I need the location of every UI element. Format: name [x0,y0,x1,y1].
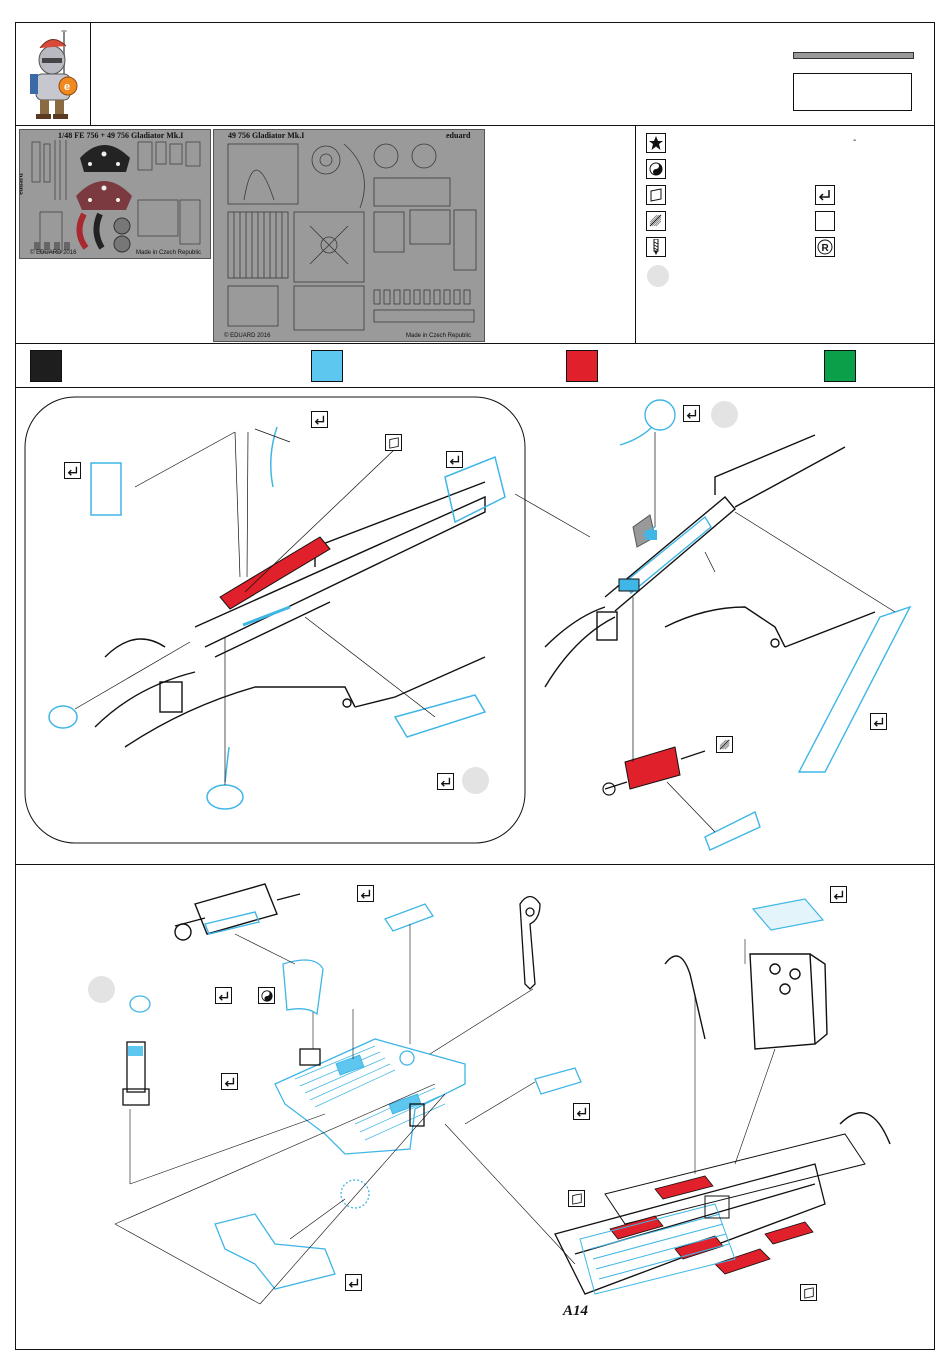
yin-yang-tag [258,987,275,1004]
pe-sheet-a: 1/48 FE 756 + 49 756 Gladiator Mk.I edua… [19,129,211,259]
color-swatch-blue [311,350,343,382]
panel-icon [646,185,666,205]
bend-tag-2 [64,462,81,479]
panel-tag-2 [568,1190,585,1207]
bend-tag-5 [683,405,700,422]
bend-tag-9 [215,987,232,1004]
pe-sheet-b: 49 756 Gladiator Mk.I eduard © EDUARD 20… [213,129,485,342]
step-circle-legend [647,265,669,287]
empty-box-icon [815,211,835,231]
bend-icon [815,185,835,205]
bend-tag-6 [870,713,887,730]
bend-tag-8 [830,886,847,903]
bend-tag-1 [311,411,328,428]
panel-tag-3 [800,1284,817,1301]
legend-cell [635,125,935,344]
step-circle-3 [88,976,115,1003]
hatched-tag-1 [716,736,733,753]
bend-tag-12 [345,1274,362,1291]
color-swatch-black [30,350,62,382]
bend-tag-4 [437,773,454,790]
color-row [15,343,935,388]
red-longeron-left [220,537,330,609]
part-label-a14: A14 [563,1303,588,1320]
bend-tag-7 [357,885,374,902]
svg-text:R: R [822,243,830,254]
sheet-a-made-in: Made in Czech Republic [136,250,201,256]
knight-mascot-logo: e [22,30,84,122]
registered-icon: R [815,237,835,257]
header-box [793,73,912,111]
step-2-drawing [15,864,935,1350]
legend-dash: - [853,135,856,146]
step-circle-2 [711,401,738,428]
color-swatch-green [824,350,856,382]
bend-tag-11 [573,1103,590,1120]
hatched-panel-icon [646,211,666,231]
bend-tag-3 [446,451,463,468]
drill-icon [646,237,666,257]
color-swatch-red [566,350,598,382]
svg-text:e: e [64,81,70,93]
bend-tag-10 [221,1073,238,1090]
sheet-b-made-in: Made in Czech Republic [406,333,471,339]
star-icon [646,133,666,153]
header-bar [793,52,914,59]
yin-yang-icon [646,159,666,179]
step-circle-1 [462,767,489,794]
sheet-a-copyright: © EDUARD 2016 [30,250,76,256]
sheet-b-copyright: © EDUARD 2016 [224,333,270,339]
panel-tag-1 [385,434,402,451]
